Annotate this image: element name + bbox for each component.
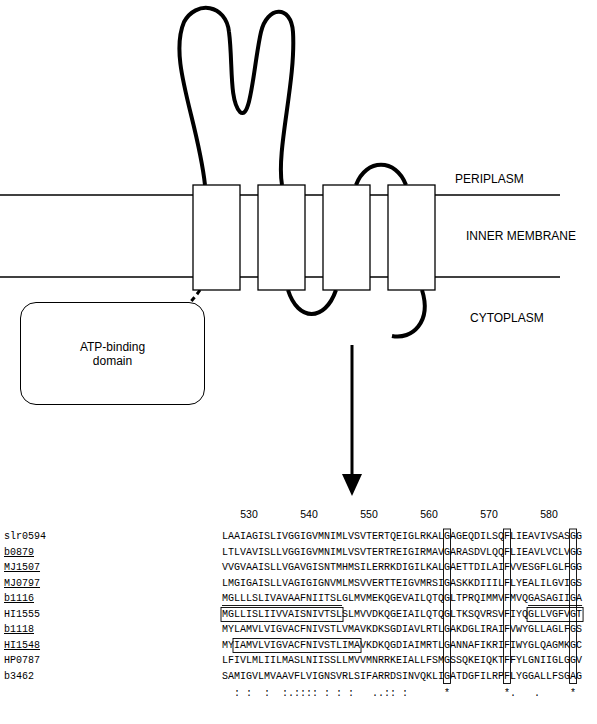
periplasmic-loop [356, 165, 406, 185]
pointer-arrow [351, 345, 354, 478]
region-label: CYTOPLASM [470, 311, 544, 325]
transmembrane-helix [388, 185, 435, 290]
consensus-row: : : : :.:::: : : : ..:: : * *. . * [222, 687, 582, 700]
transmembrane-helix [258, 185, 305, 290]
sequence-name: MJ0797 [4, 577, 40, 590]
sequence-name: b3462 [4, 670, 34, 683]
sequence-name: slr0594 [4, 530, 46, 543]
transmembrane-helix [323, 185, 370, 290]
sequence-row: MGLLLSLIVAVAAFNIITSLGLMVMEKQGEVAILQTQGLT… [222, 592, 582, 605]
sequence-row: VVGVAAISLLVGAVGISNTMHMSILERRKDIGILKALGAE… [222, 561, 582, 574]
segment-underline [528, 605, 582, 606]
domain-box: ATP-binding domain [20, 302, 205, 405]
arrowhead [342, 474, 362, 496]
sequence-name: b0879 [4, 546, 34, 559]
cytoplasmic-loop [288, 290, 336, 314]
sequence-name: HI1555 [4, 608, 40, 621]
position-number: 530 [240, 508, 258, 520]
sequence-name: b1116 [4, 592, 34, 605]
sequence-row: MGLLISLIIVVAISNIVTSLSLMVVDKQGEIAILQTQGLT… [222, 608, 582, 621]
transmembrane-helix [193, 185, 240, 290]
segment-underline [222, 605, 342, 606]
sequence-row: LTLVAVISLLVGGIGVMNIMLVSVTERTREIGIRMAVGAR… [222, 546, 582, 559]
sequence-name: b1118 [4, 623, 34, 636]
domain-label: ATP-binding domain [68, 340, 158, 368]
sequence-row: LMGIGAISLLVAGIGIGNVMLMSVVERTTEIGVMRSIGAS… [222, 577, 582, 590]
position-number: 560 [420, 508, 438, 520]
sequence-row: MYIAMVLVIGVACFNIVSTLIMAVKDKQGDIAIMRTLGAN… [222, 639, 582, 652]
position-number: 540 [300, 508, 318, 520]
position-number: 580 [540, 508, 558, 520]
c-terminal-tail [392, 290, 425, 337]
sequence-row: LAAIAGISLIVGGIGVMNIMLVSVTERTQEIGLRKALGAG… [222, 530, 582, 543]
periplasmic-loop [179, 8, 293, 185]
position-number: 570 [480, 508, 498, 520]
region-label: PERIPLASM [455, 172, 524, 186]
sequence-row: SAMIGVLMVAAVFLVIGNSVRLSIFARRDSINVQKLIGAT… [222, 670, 582, 683]
sequence-row: LFIVLMLIILMASLNIISSLLMVVMNRRKEIALLFSMGSS… [222, 654, 582, 667]
sequence-name: HP0787 [4, 654, 40, 667]
region-label: INNER MEMBRANE [466, 229, 576, 243]
sequence-name: HI1548 [4, 639, 40, 652]
position-number: 550 [360, 508, 378, 520]
sequence-row: MYLAMVLVIGVACFNIVSTLVMAVKDKSGDIAVLRTLGAK… [222, 623, 582, 636]
sequence-name: MJ1507 [4, 561, 40, 574]
